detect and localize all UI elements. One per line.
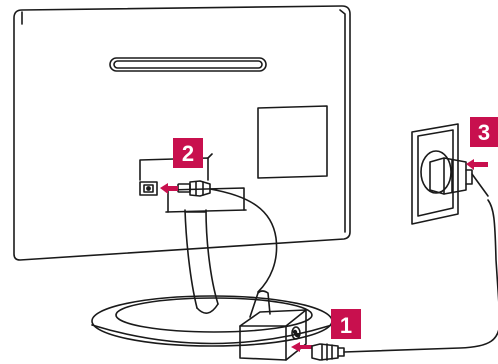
ac-plug-wall-end bbox=[429, 157, 489, 197]
dc-cable bbox=[209, 188, 278, 293]
power-adapter bbox=[239, 290, 307, 361]
dc-plug bbox=[177, 180, 211, 197]
arrow-into-jack bbox=[160, 183, 178, 194]
step-badge-1-box bbox=[331, 309, 361, 339]
rear-panel-recess bbox=[257, 105, 328, 179]
arrow-into-outlet bbox=[466, 159, 488, 170]
step-badge-1: 1 bbox=[331, 309, 361, 339]
monitor-back bbox=[13, 5, 351, 261]
ac-power-cord bbox=[343, 199, 498, 353]
monitor-stand bbox=[91, 187, 333, 347]
step-3-number: 3 bbox=[478, 120, 490, 145]
step-badge-3: 3 bbox=[470, 117, 498, 147]
step-badge-3-box bbox=[470, 117, 498, 147]
handle-slot bbox=[109, 57, 267, 72]
ac-plug-adapter-end bbox=[311, 343, 345, 361]
step-2-number: 2 bbox=[182, 141, 194, 166]
step-1-number: 1 bbox=[340, 313, 352, 338]
step-badge-2-box bbox=[173, 138, 203, 168]
wall-outlet bbox=[411, 123, 459, 225]
step-badge-2: 2 bbox=[173, 138, 203, 168]
arrow-into-adapter bbox=[291, 342, 312, 352]
